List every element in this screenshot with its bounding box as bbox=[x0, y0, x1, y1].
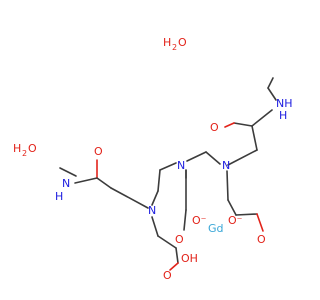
amide-right-h: H bbox=[279, 109, 287, 122]
water-top-h1: H bbox=[163, 36, 171, 49]
carboxyl-left-ominus: O⁻ bbox=[192, 214, 207, 227]
acid-o: O bbox=[163, 269, 172, 282]
ring-n-right: N bbox=[222, 159, 230, 172]
amide-left-n: N bbox=[62, 177, 70, 190]
ring-n-top: N bbox=[177, 159, 185, 172]
gadolinium-label: Gd bbox=[208, 222, 224, 235]
acetic-acid-arm: O OH bbox=[151, 216, 198, 282]
molecule-svg: H 2 O H 2 O NH H O N N N O bbox=[13, 36, 293, 282]
amide-right-o: O bbox=[210, 121, 219, 134]
amide-arm-left: N H O bbox=[55, 145, 149, 209]
water-top-o: O bbox=[178, 36, 187, 49]
carboxylate-groups: O O⁻ Gd O⁻ O bbox=[175, 209, 266, 246]
water-molecule-top: H 2 O bbox=[163, 36, 187, 52]
water-left-h1: H bbox=[13, 142, 21, 155]
water-top-sub: 2 bbox=[172, 43, 177, 52]
water-molecule-left: H 2 O bbox=[13, 142, 37, 158]
carboxyl-left-o: O bbox=[175, 233, 184, 246]
carboxyl-right-o: O bbox=[257, 233, 266, 246]
water-left-sub: 2 bbox=[22, 149, 27, 158]
acid-oh: OH bbox=[181, 252, 198, 265]
amide-arm-right: NH H O bbox=[210, 77, 293, 166]
water-left-o: O bbox=[28, 142, 37, 155]
molecule-diagram: H 2 O H 2 O NH H O N N N O bbox=[13, 36, 293, 282]
amide-right-nh: NH bbox=[276, 97, 293, 110]
macrocycle-ring: N N N bbox=[148, 151, 237, 217]
carboxyl-right-ominus: O⁻ bbox=[228, 214, 243, 227]
amide-left-h: H bbox=[55, 190, 63, 203]
amide-left-o: O bbox=[94, 145, 103, 158]
ring-n-left: N bbox=[148, 204, 156, 217]
